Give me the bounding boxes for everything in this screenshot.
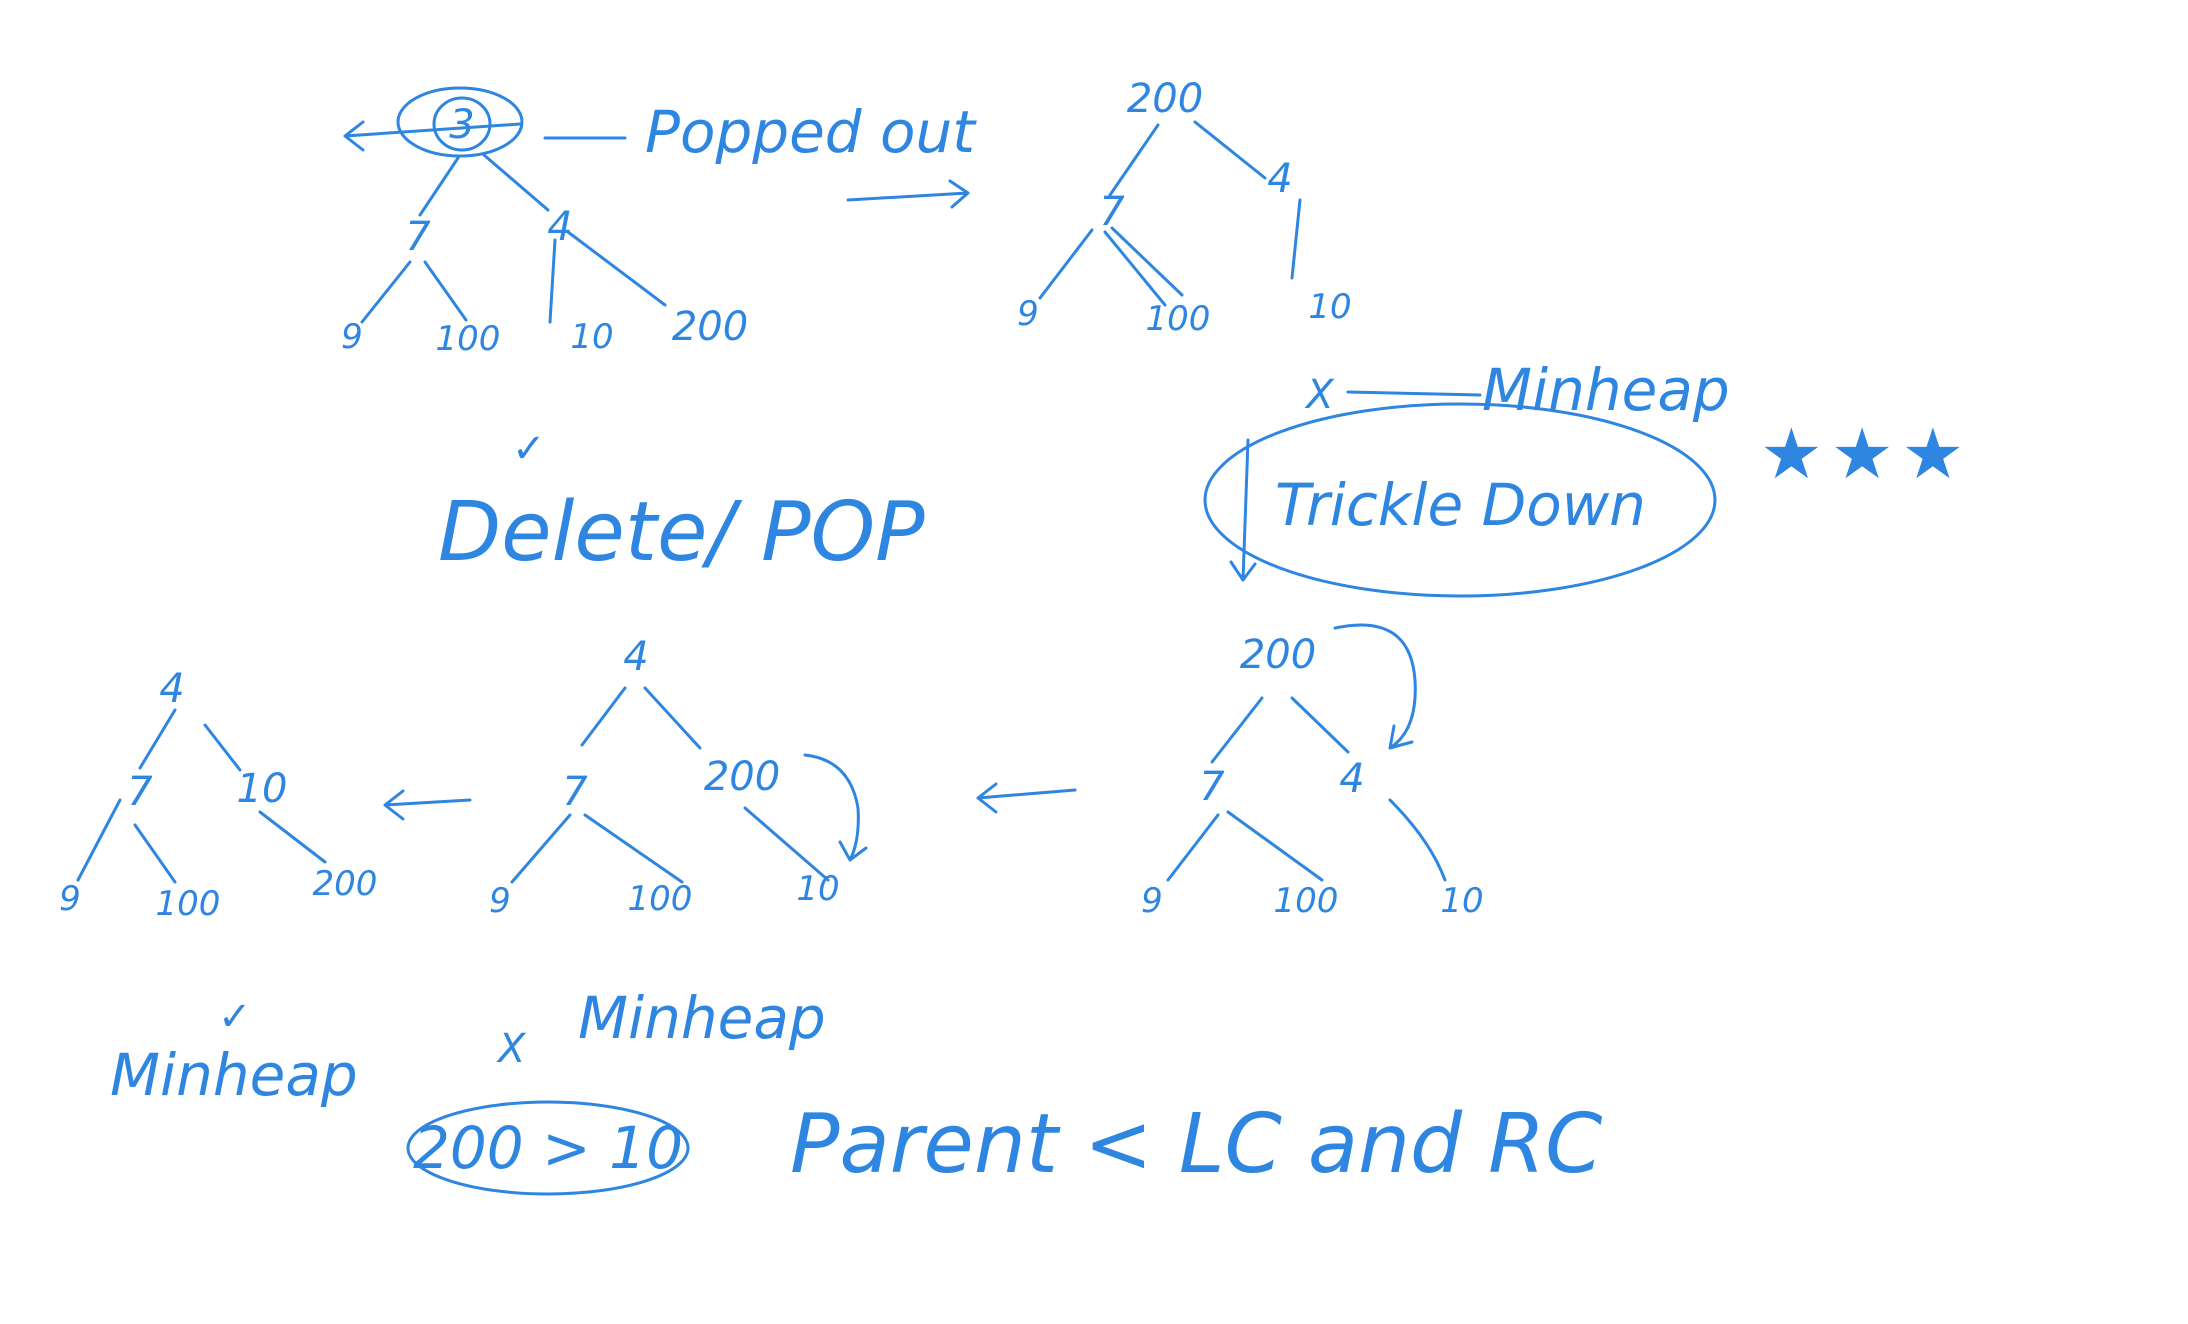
tree3-root: 200 — [1240, 632, 1316, 678]
tree2-rl: 10 — [1308, 287, 1351, 327]
tree1-lr: 100 — [436, 319, 501, 359]
tree-2: 200 7 4 9 100 10 — [1017, 76, 1351, 339]
pop-left-arrow — [343, 120, 522, 152]
tree1-rl: 10 — [570, 317, 613, 357]
tree5-left: 7 — [127, 769, 153, 815]
tree3-root-edges — [1210, 696, 1350, 764]
tree4-cross-mark: X — [496, 1026, 527, 1072]
tree5-rl: 200 — [313, 864, 378, 904]
tree5-root: 4 — [159, 666, 184, 712]
comparison-oval — [406, 1100, 690, 1196]
delete-pop-title: Delete/ POP — [438, 485, 925, 580]
tree1-root: 3 — [449, 102, 474, 148]
tree4-child-edges — [510, 806, 830, 884]
tree4-lr: 100 — [628, 879, 693, 919]
arrow-tree3-to-tree4 — [976, 782, 1077, 814]
tree4-left: 7 — [562, 769, 588, 815]
trickle-down-label: Trickle Down — [1275, 471, 1646, 539]
tree3-child-edges — [1166, 798, 1447, 882]
tree2-lr: 100 — [1146, 299, 1211, 339]
tree-4: 4 7 200 9 100 10 — [489, 634, 868, 921]
tree5-check-mark: ✓ — [218, 994, 252, 1040]
tree3-ll: 9 — [1141, 881, 1163, 921]
tree1-left: 7 — [405, 214, 431, 260]
arrow-tree1-to-tree2 — [846, 179, 970, 209]
tree5-ll: 9 — [59, 879, 81, 919]
delete-check-mark: ✓ — [512, 426, 546, 472]
tree3-swap-arrow — [1333, 623, 1417, 750]
popped-out-label: Popped out — [645, 98, 977, 166]
popped-root-circle — [396, 86, 524, 158]
tree4-root: 4 — [623, 634, 648, 680]
tree1-ll: 9 — [341, 317, 363, 357]
trickle-down-oval — [1203, 402, 1717, 598]
tree2-left: 7 — [1099, 189, 1125, 235]
trickle-down-arrow — [1229, 438, 1257, 582]
tree-1: 3 7 4 9 100 10 200 — [341, 86, 748, 359]
tree3-left: 7 — [1199, 764, 1225, 810]
tree3-rl: 10 — [1440, 881, 1483, 921]
tree5-child-edges — [76, 798, 327, 884]
tree1-root-edges — [418, 153, 550, 217]
tree2-cross-mark: X — [1304, 372, 1335, 418]
comparison-note: 200 > 10 — [413, 1114, 683, 1182]
minheap-top-label: Minheap — [1482, 356, 1730, 424]
tree5-lr: 100 — [156, 884, 221, 924]
minheap-top-connector — [1346, 390, 1482, 397]
tree1-child-edges — [360, 230, 667, 324]
tree4-right: 200 — [704, 754, 780, 800]
tree4-ll: 9 — [489, 881, 511, 921]
tree2-child-edges — [1038, 226, 1184, 307]
tree3-right: 4 — [1339, 756, 1364, 802]
heap-rule-note: Parent < LC and RC — [790, 1097, 1602, 1192]
tree4-root-edges — [580, 686, 702, 750]
tree2-root-edges — [1108, 120, 1302, 280]
tree4-swap-arrow — [803, 753, 868, 862]
minheap-bottom-label: Minheap — [110, 1041, 358, 1109]
tree4-rl: 10 — [796, 869, 839, 909]
tree2-ll: 9 — [1017, 294, 1039, 334]
tree1-rr: 200 — [672, 304, 748, 350]
tree2-right: 4 — [1267, 156, 1292, 202]
tree1-right: 4 — [547, 204, 572, 250]
tree3-lr: 100 — [1274, 881, 1339, 921]
tree5-root-edges — [138, 708, 242, 772]
tree2-root: 200 — [1127, 76, 1203, 122]
tree5-right: 10 — [237, 766, 288, 812]
importance-stars: ★★★ — [1760, 413, 1972, 495]
minheap-mid-label: Minheap — [578, 984, 826, 1052]
tree-5: 4 7 10 9 100 200 — [59, 666, 377, 924]
arrow-tree4-to-tree5 — [383, 789, 472, 821]
tree-3: 200 7 4 9 100 10 — [1141, 623, 1484, 921]
popped-root-inner-circle — [432, 96, 492, 152]
